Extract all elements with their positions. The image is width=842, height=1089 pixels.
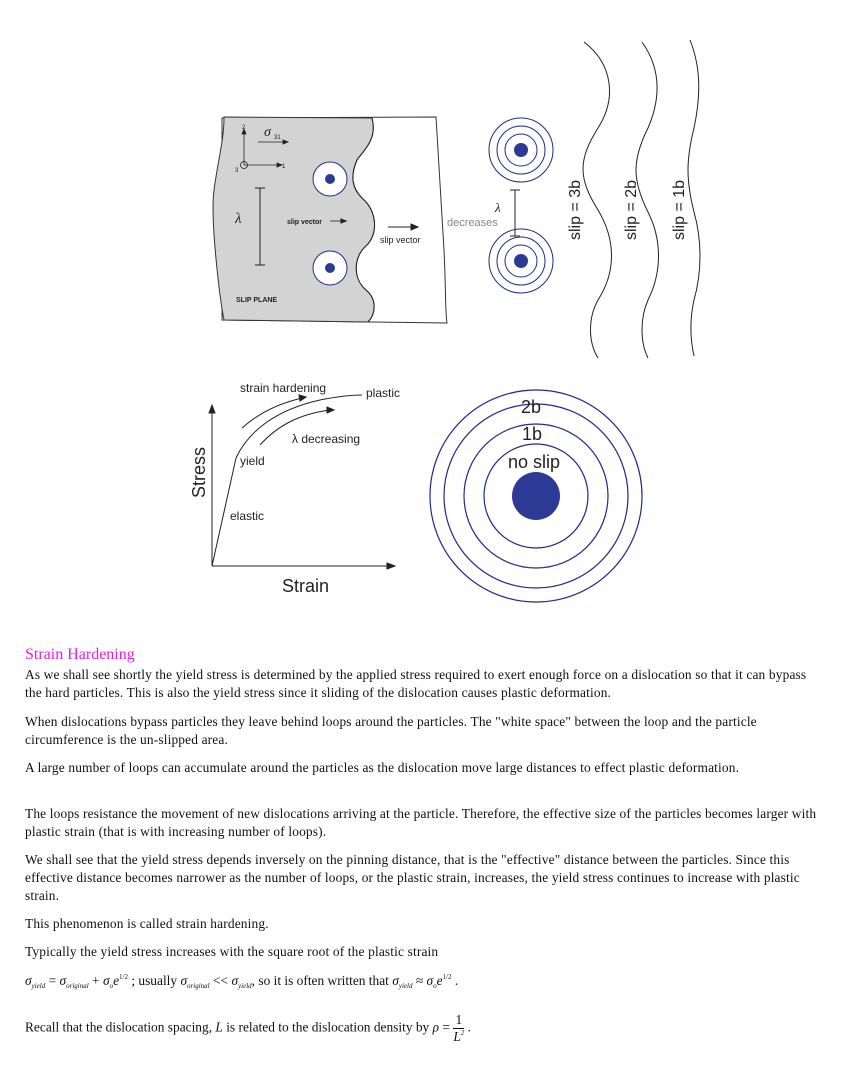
slip-3b-label: slip = 3b: [567, 180, 584, 240]
eq-e-2: e: [436, 973, 443, 988]
strain-axis-label: Strain: [282, 576, 329, 596]
eq-sub-yield-2: yield: [238, 982, 252, 990]
slip-rings-diagram: 2b 1b no slip: [429, 389, 643, 603]
particle-loops-diagram: λ decreases slip = 3b slip = 2b slip = 1…: [447, 39, 701, 359]
eq-sub-original: original: [66, 982, 89, 990]
eq-sub-original-2: original: [187, 982, 210, 990]
eq2-equals: =: [442, 1019, 450, 1035]
dislocation-line: [352, 117, 375, 323]
lambda-label-right: λ: [494, 200, 501, 215]
lambda-decreasing-label: λ decreasing: [292, 432, 360, 446]
paragraph-3: A large number of loops can accumulate a…: [25, 760, 740, 775]
eq-often-text: , so it is often written that: [251, 973, 393, 988]
yield-stress-equation: σyield = σoriginal + σoe1/2 ; usually σo…: [25, 973, 459, 990]
eq-sup-half-2: 1/2: [442, 973, 452, 981]
coordinate-axes: [240, 127, 290, 169]
section-heading: Strain Hardening: [25, 646, 135, 663]
hardening-arrows: [241, 394, 336, 446]
stress-strain-axes: [208, 403, 397, 570]
lambda-decrease-bracket: [510, 189, 520, 237]
eq-period: .: [454, 973, 459, 988]
figure-diagrams: 2 1 3 σ 31 λ slip vector slip vector SLI…: [189, 39, 701, 603]
sigma-label: σ: [264, 125, 272, 140]
slip-1b-label: slip = 1b: [671, 180, 688, 240]
paragraph-6: This phenomenon is called strain hardeni…: [25, 916, 269, 931]
eq-sub-yield-3: yield: [398, 982, 413, 990]
particle-lower: [312, 250, 348, 286]
eq-plus: +: [92, 973, 100, 988]
stress-strain-curve: [211, 394, 363, 567]
slip-vector-inner-label: slip vector: [287, 219, 322, 226]
eq-sigma: σ: [25, 973, 32, 988]
eq-sigma-5: σ: [231, 973, 239, 988]
axis-1-label: 1: [282, 164, 286, 170]
eq-sub-o: o: [109, 982, 114, 990]
eq2-before-text: Recall that the dislocation spacing,: [25, 1019, 216, 1035]
eq-sub-yield: yield: [31, 982, 46, 990]
paragraph-7: Typically the yield stress increases wit…: [25, 944, 439, 959]
elastic-label: elastic: [230, 509, 264, 523]
strain-hardening-label: strain hardening: [240, 381, 326, 395]
slip-2b-label: slip = 2b: [623, 180, 640, 240]
eq-sigma-4: σ: [180, 973, 188, 988]
central-particle: [512, 472, 560, 520]
eq-usually-text: ; usually: [131, 973, 181, 988]
paragraph-2: When dislocations bypass particles they …: [25, 714, 757, 747]
slip-vector-inner-arrow: [330, 218, 348, 224]
paragraph-4: The loops resistance the movement of new…: [25, 806, 817, 839]
lambda-label: λ: [234, 211, 242, 227]
eq2-den-L: L: [453, 1029, 461, 1044]
eq-equals: =: [48, 973, 57, 988]
eq-sigma-6: σ: [392, 973, 399, 988]
particle-with-loops-lower: [488, 228, 554, 294]
eq-approx: ≈: [415, 973, 424, 988]
eq-sub-o-2: o: [433, 982, 437, 990]
paragraph-5: We shall see that the yield stress depen…: [25, 852, 800, 903]
lambda-bracket: [255, 187, 265, 266]
slip-plane-diagram: 2 1 3 σ 31 λ slip vector slip vector SLI…: [212, 116, 448, 324]
eq2-L: L: [215, 1019, 223, 1035]
stress-axis-label: Stress: [189, 447, 209, 498]
dislocation-density-equation: Recall that the dislocation spacing, L i…: [25, 1012, 471, 1045]
paragraph-1: As we shall see shortly the yield stress…: [25, 667, 807, 700]
eq2-fraction: 1 L2: [453, 1012, 465, 1045]
slip-vector-outer-arrow: [388, 223, 420, 231]
eq2-rho: ρ: [432, 1019, 440, 1035]
eq2-den-sup: 2: [460, 1029, 465, 1037]
yield-label: yield: [240, 454, 265, 468]
slip-arcs: [582, 39, 701, 359]
sigma-subscript: 31: [274, 135, 281, 141]
particle-upper: [312, 161, 348, 197]
axis-2-label: 2: [242, 125, 246, 131]
eq-sigma-7: σ: [426, 973, 434, 988]
ring-2b-label: 2b: [521, 397, 541, 417]
ring-1b-label: 1b: [522, 424, 542, 444]
eq2-numerator: 1: [453, 1012, 465, 1029]
plastic-label: plastic: [366, 386, 400, 400]
eq-much-less: <<: [212, 973, 229, 988]
particle-with-loops-upper: [488, 117, 554, 183]
decreases-label: decreases: [447, 217, 498, 229]
slip-rings: [429, 389, 643, 603]
slip-vector-outer-label: slip vector: [380, 235, 421, 245]
eq-sigma-3: σ: [102, 973, 110, 988]
ring-no-slip-label: no slip: [508, 452, 560, 472]
stress-strain-sketch: Stress Strain elastic yield strain harde…: [189, 381, 400, 596]
eq-sup-half: 1/2: [119, 973, 128, 981]
eq-sigma-2: σ: [59, 973, 67, 988]
slip-plane-label: SLIP PLANE: [236, 297, 277, 304]
eq2-period: .: [467, 1019, 471, 1035]
eq2-denominator: L2: [453, 1029, 464, 1045]
eq2-middle-text: is related to the dislocation density by: [222, 1019, 433, 1035]
eq-e: e: [113, 973, 120, 988]
axis-3-label: 3: [235, 168, 239, 174]
